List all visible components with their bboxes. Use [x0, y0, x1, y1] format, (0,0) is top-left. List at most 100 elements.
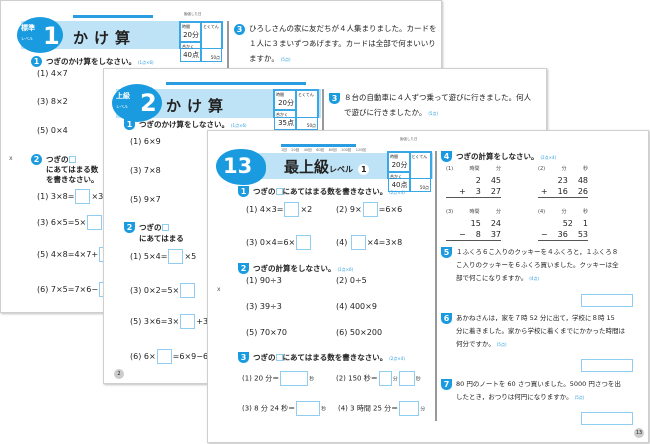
points: (2点×4) [389, 356, 405, 361]
text: 16 [557, 187, 568, 196]
text: + [540, 187, 548, 196]
problem-text: (4) [336, 238, 350, 247]
answer-box[interactable] [399, 401, 420, 416]
problem: (4) 400×9 [336, 302, 377, 311]
points: (2点×4) [540, 155, 557, 160]
text: − [540, 230, 548, 239]
problem: (3) 8×2 [37, 97, 68, 106]
text: 48 [577, 176, 588, 185]
problem: (3) 6×5=5× [37, 215, 103, 230]
problem-text: (3) 0×2=5× [130, 286, 180, 295]
pass-label: 合かく [182, 44, 194, 49]
question-line: ますか。 [249, 54, 279, 63]
element: (1)時間分 [446, 164, 501, 175]
pass-label: 合かく [276, 112, 288, 117]
answer-box[interactable] [280, 371, 309, 386]
problem: (5) 9×7 [130, 195, 161, 204]
answer-box[interactable] [581, 359, 633, 372]
answer-box[interactable] [362, 202, 378, 217]
text: (1) [446, 166, 454, 172]
question-line: ８台の自動車に４人ずつ乗って遊びに行きました。何人 [344, 93, 532, 102]
problem: (4) ×4=3×8 [336, 235, 402, 250]
ruler-label: 1回 [281, 148, 287, 152]
problem: (2) 9×=6×6 [336, 202, 402, 217]
unit-title: かけ算 [166, 97, 230, 115]
unit-label: 分 [392, 376, 398, 383]
unit-number: 13 [223, 154, 253, 178]
question-line: １ふくろ６こ入りのクッキーを４ふくろと，１ふくろ８ [456, 248, 619, 256]
answer-box[interactable] [350, 235, 366, 250]
points: (5点) [574, 395, 585, 400]
column-divider [227, 21, 229, 69]
text: (3) [446, 209, 454, 215]
problem-text: (6) 7×5=7×6− [37, 285, 99, 294]
points: (2点×4) [389, 190, 405, 195]
points: (1点×6) [337, 267, 354, 272]
answer-box[interactable] [378, 371, 392, 386]
problem-text: ×2 [300, 205, 313, 214]
problem-text: (2) 9× [336, 205, 362, 214]
answer-box[interactable] [284, 202, 300, 217]
problem-text: ×5 [184, 252, 197, 261]
time-label: 時間 [182, 24, 190, 29]
blank-box [275, 354, 283, 361]
question-line: あかねさんは，家を７時 52 分に出て，学校に８時 15 [456, 314, 615, 322]
time-label: 時間 [276, 92, 284, 97]
text: 37 [490, 230, 501, 239]
problem: (1) 90÷3 [246, 276, 282, 285]
question-number: 2 [238, 263, 249, 274]
blank-box [68, 156, 76, 163]
answer-box[interactable] [87, 215, 103, 230]
problem: (3) 8 分 24 秒＝秒 [242, 401, 326, 416]
question-number: 1 [31, 56, 42, 67]
column-divider [435, 151, 437, 421]
answer-box[interactable] [581, 412, 633, 425]
text: − [459, 230, 466, 239]
question-text: つぎの計算をしなさい。 [456, 152, 539, 161]
answer-box[interactable] [398, 371, 415, 386]
problem-text: (3) 6×5=5× [37, 218, 87, 227]
ruler-label: 60回 [316, 148, 325, 152]
question-number: 3 [329, 92, 340, 104]
text: 分 [561, 166, 567, 172]
text: + [459, 187, 466, 196]
answer-box[interactable] [296, 235, 312, 250]
problem: (2) 150 秒＝分秒 [336, 371, 421, 386]
answer-box[interactable] [156, 349, 172, 364]
progress-ruler [281, 144, 356, 147]
problem-text: ×4=3×8 [366, 238, 403, 247]
text: 1 [582, 219, 588, 228]
answer-box[interactable] [75, 189, 91, 204]
answer-box[interactable] [180, 314, 196, 329]
problem-text: ×3 [91, 192, 104, 201]
question-number: 2 [31, 154, 42, 165]
answer-box[interactable] [180, 283, 196, 298]
question-line: １人に３まいずつあげます。カードは全部で何まいいり [249, 39, 436, 48]
level-badge: 上級 レベル 2 [112, 84, 162, 122]
answer-box[interactable] [581, 294, 633, 307]
column-divider [322, 89, 324, 133]
question-number: 7 [441, 378, 452, 390]
answer-box[interactable] [168, 249, 184, 264]
problem-text: (6) 6× [130, 352, 156, 361]
text: 分 [495, 209, 501, 215]
problem: (1) 4×3=×2 [246, 202, 312, 217]
answer-box[interactable] [296, 401, 321, 416]
question-number: 4 [441, 151, 452, 162]
question-line: 何分ですか。 [456, 340, 495, 348]
unit-badge: 13 [216, 149, 266, 185]
question-number: 3 [234, 23, 245, 35]
